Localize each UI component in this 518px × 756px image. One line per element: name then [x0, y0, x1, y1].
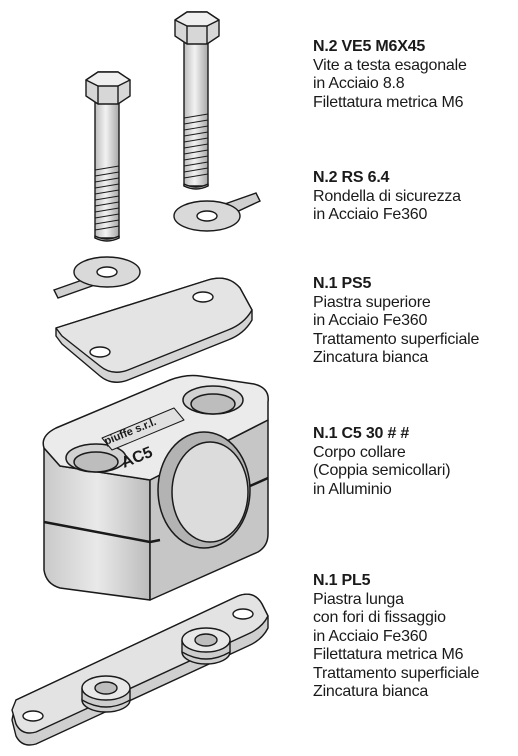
part-code: N.1 PS5: [313, 275, 372, 292]
part-code: N.2 VE5 M6X45: [313, 38, 426, 55]
part-description-line: Zincatura bianca: [313, 349, 429, 366]
part-description-line: in Acciaio Fe360: [313, 312, 428, 329]
tab-washer-right: [173, 192, 261, 232]
part-description-line: in Acciaio Fe360: [313, 206, 428, 223]
part-code: N.2 RS 6.4: [313, 169, 390, 186]
part-description-line: Piastra superiore: [313, 293, 431, 311]
exploded-assembly-drawing: piuffe s.r.l. AC5: [11, 11, 269, 746]
part-description-line: Trattamento superficiale: [313, 330, 480, 348]
clamp-body: piuffe s.r.l. AC5: [42, 374, 269, 601]
hex-bolt-right: [174, 11, 220, 190]
part-description-clamp-body: N.1 C5 30 # # Corpo collare (Coppia semi…: [313, 425, 451, 499]
part-description-bolt: N.2 VE5 M6X45 Vite a testa esagonale in …: [313, 38, 467, 112]
part-description-line: Piastra lunga: [313, 590, 404, 608]
tab-washer-left: [53, 256, 141, 299]
part-description-line: Zincatura bianca: [313, 683, 429, 700]
part-description-line: in Acciaio 8.8: [313, 75, 405, 92]
hex-bolt-left: [85, 71, 131, 242]
part-description-line: Trattamento superficiale: [313, 664, 480, 682]
part-description-line: Filettatura metrica M6: [313, 93, 464, 111]
part-description-line: Rondella di sicurezza: [313, 187, 461, 205]
part-description-line: (Coppia semicollari): [313, 462, 451, 479]
part-description-line: Corpo collare: [313, 443, 406, 461]
part-code: N.1 C5 30 # #: [313, 425, 410, 442]
part-description-line: in Alluminio: [313, 480, 392, 498]
part-description-line: Filettatura metrica M6: [313, 646, 464, 663]
part-description-base-plate: N.1 PL5 Piastra lunga con fori di fissag…: [313, 572, 479, 702]
part-code: N.1 PL5: [313, 572, 371, 589]
top-plate: [55, 277, 253, 383]
part-description-line: in Acciaio Fe360: [313, 627, 428, 645]
long-base-plate: [11, 593, 269, 746]
part-description-line: Vite a testa esagonale: [313, 56, 467, 74]
part-description-line: con fori di fissaggio: [313, 609, 446, 626]
part-description-top-plate: N.1 PS5 Piastra superiore in Acciaio Fe3…: [313, 275, 479, 368]
part-description-washer: N.2 RS 6.4 Rondella di sicurezza in Acci…: [313, 169, 461, 225]
